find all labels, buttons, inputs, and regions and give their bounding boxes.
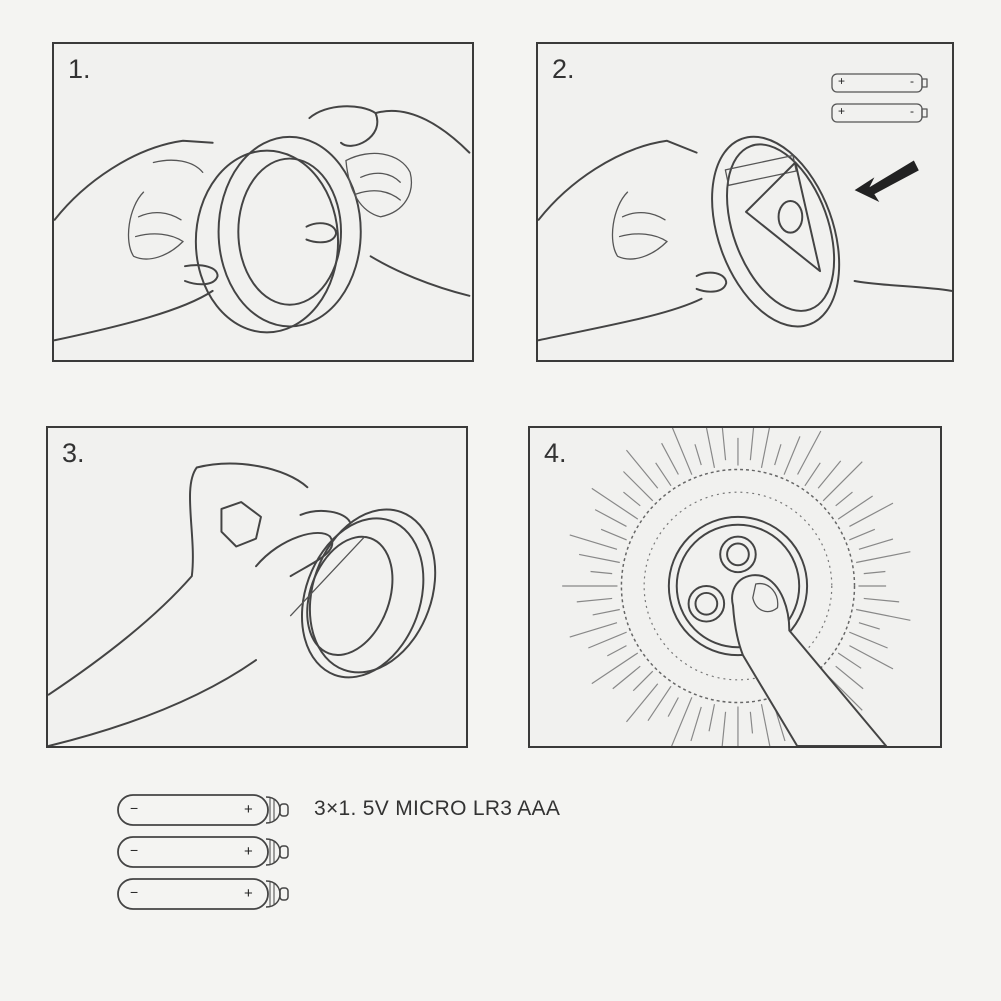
light-ray (612, 665, 641, 690)
light-ray (647, 685, 672, 722)
battery-icon (117, 836, 289, 868)
battery-3-minus: − (130, 884, 139, 900)
mini-battery-1-minus: - (910, 74, 914, 88)
battery-3-plus: + (244, 885, 253, 902)
light-ray (590, 570, 613, 575)
light-ray (849, 645, 894, 670)
light-ray (705, 428, 716, 468)
step-3-illustration (48, 462, 437, 746)
mini-battery-2-minus: - (910, 104, 914, 118)
light-ray (661, 442, 679, 475)
light-ray (625, 683, 659, 723)
mini-battery-1-plus: + (838, 74, 846, 88)
step-1-panel: 1. (52, 42, 474, 362)
light-ray (835, 665, 864, 690)
step-4-illustration (562, 428, 911, 746)
light-ray (667, 697, 679, 717)
light-ray (797, 430, 822, 475)
light-ray (578, 553, 620, 564)
light-ray (760, 428, 770, 468)
light-ray (837, 495, 873, 520)
light-ray (690, 706, 702, 742)
step-3-panel: 3. (46, 426, 468, 748)
light-ray (655, 462, 672, 487)
step-1-illustration (54, 105, 471, 342)
light-ray (837, 652, 862, 669)
light-ray (822, 461, 863, 502)
light-ray (858, 538, 894, 550)
step-2-number: 2. (552, 54, 575, 84)
light-ray (591, 487, 639, 520)
light-ray (774, 444, 782, 466)
light-rays (562, 428, 911, 746)
light-ray (849, 502, 894, 527)
battery-2-minus: − (130, 842, 139, 858)
step-1-number: 1. (68, 54, 91, 84)
mini-batteries (831, 73, 928, 123)
light-ray (863, 570, 886, 575)
light-ray (708, 704, 716, 732)
light-ray (849, 631, 888, 649)
light-ray (588, 631, 627, 649)
light-ray (760, 704, 771, 746)
light-ray (856, 608, 911, 621)
light-ray (849, 528, 876, 541)
step-2-illustration (538, 135, 952, 342)
light-ray (694, 444, 702, 466)
light-ray (804, 462, 821, 487)
step-4-panel: 4. (528, 426, 942, 748)
light-ray (858, 622, 880, 630)
light-ray (607, 645, 627, 657)
battery-icon (117, 794, 289, 826)
light-ray (569, 622, 618, 638)
light-ray (863, 597, 900, 603)
step-2-panel: 2. + - + - (536, 42, 954, 362)
light-ray (671, 428, 693, 475)
light-ray (591, 652, 639, 685)
battery-2-plus: + (244, 843, 253, 860)
light-ray (592, 608, 620, 616)
mini-battery-2-plus: + (838, 104, 846, 118)
battery-list (116, 792, 296, 918)
light-ray (817, 460, 842, 489)
light-ray (671, 697, 693, 746)
battery-1-plus: + (244, 801, 253, 818)
light-ray (625, 449, 659, 489)
light-ray (856, 551, 911, 564)
light-ray (721, 711, 727, 746)
light-ray (749, 711, 754, 734)
battery-1-minus: − (130, 800, 139, 816)
light-ray (623, 491, 641, 507)
light-ray (600, 528, 627, 541)
light-ray (835, 491, 853, 507)
battery-spec-text: 3×1. 5V MICRO LR3 AAA (314, 797, 561, 820)
light-ray (623, 471, 654, 502)
light-ray (721, 428, 727, 461)
battery-icon (117, 878, 289, 910)
light-ray (594, 509, 627, 527)
step-4-number: 4. (544, 438, 567, 468)
light-ray (576, 597, 613, 603)
light-ray (632, 670, 654, 692)
light-ray (783, 436, 801, 475)
light-ray (569, 534, 618, 550)
light-ray (749, 428, 755, 461)
step-3-number: 3. (62, 438, 85, 468)
